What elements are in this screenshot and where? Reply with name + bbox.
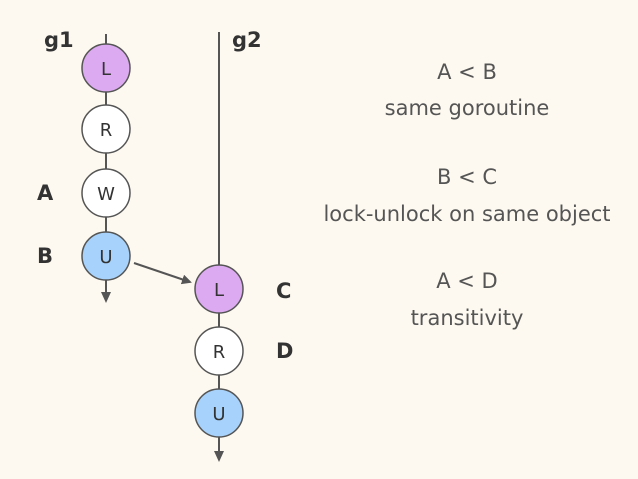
g2-lock-node: L — [194, 264, 244, 314]
event-label-c: C — [276, 279, 292, 303]
rule-3-reason: transitivity — [410, 306, 524, 330]
g2-unlock-node: U — [194, 388, 244, 438]
rule-1-relation: A < B — [437, 60, 497, 84]
event-label-d: D — [276, 339, 294, 363]
g1-timeline-arrowhead — [101, 292, 111, 303]
event-label-a: A — [37, 181, 54, 205]
event-label-b: B — [37, 244, 54, 268]
g2-unlock-node-label: U — [212, 404, 225, 425]
rule-2-reason: lock-unlock on same object — [323, 202, 611, 226]
g1-read-node-label: R — [100, 120, 113, 141]
rule-3-relation: A < D — [436, 269, 498, 293]
rule-2-relation: B < C — [436, 165, 498, 189]
goroutine-label-g2: g2 — [232, 28, 262, 52]
g1-lock-node: L — [81, 43, 131, 93]
g1-unlock-node: U — [81, 231, 131, 281]
g2-read-node: R — [194, 326, 244, 376]
g2-read-node-label: R — [213, 342, 226, 363]
g1-write-node: W — [81, 168, 131, 218]
sync-edge-arrow — [133, 262, 192, 285]
g2-timeline-arrowhead — [214, 451, 224, 462]
goroutine-label-g1: g1 — [44, 28, 74, 52]
g1-unlock-node-label: U — [99, 247, 112, 268]
g1-write-node-label: W — [97, 184, 115, 205]
g2-lock-node-label: L — [214, 280, 224, 301]
g1-read-node: R — [81, 104, 131, 154]
rule-1-reason: same goroutine — [384, 96, 550, 120]
g1-lock-node-label: L — [101, 59, 111, 80]
